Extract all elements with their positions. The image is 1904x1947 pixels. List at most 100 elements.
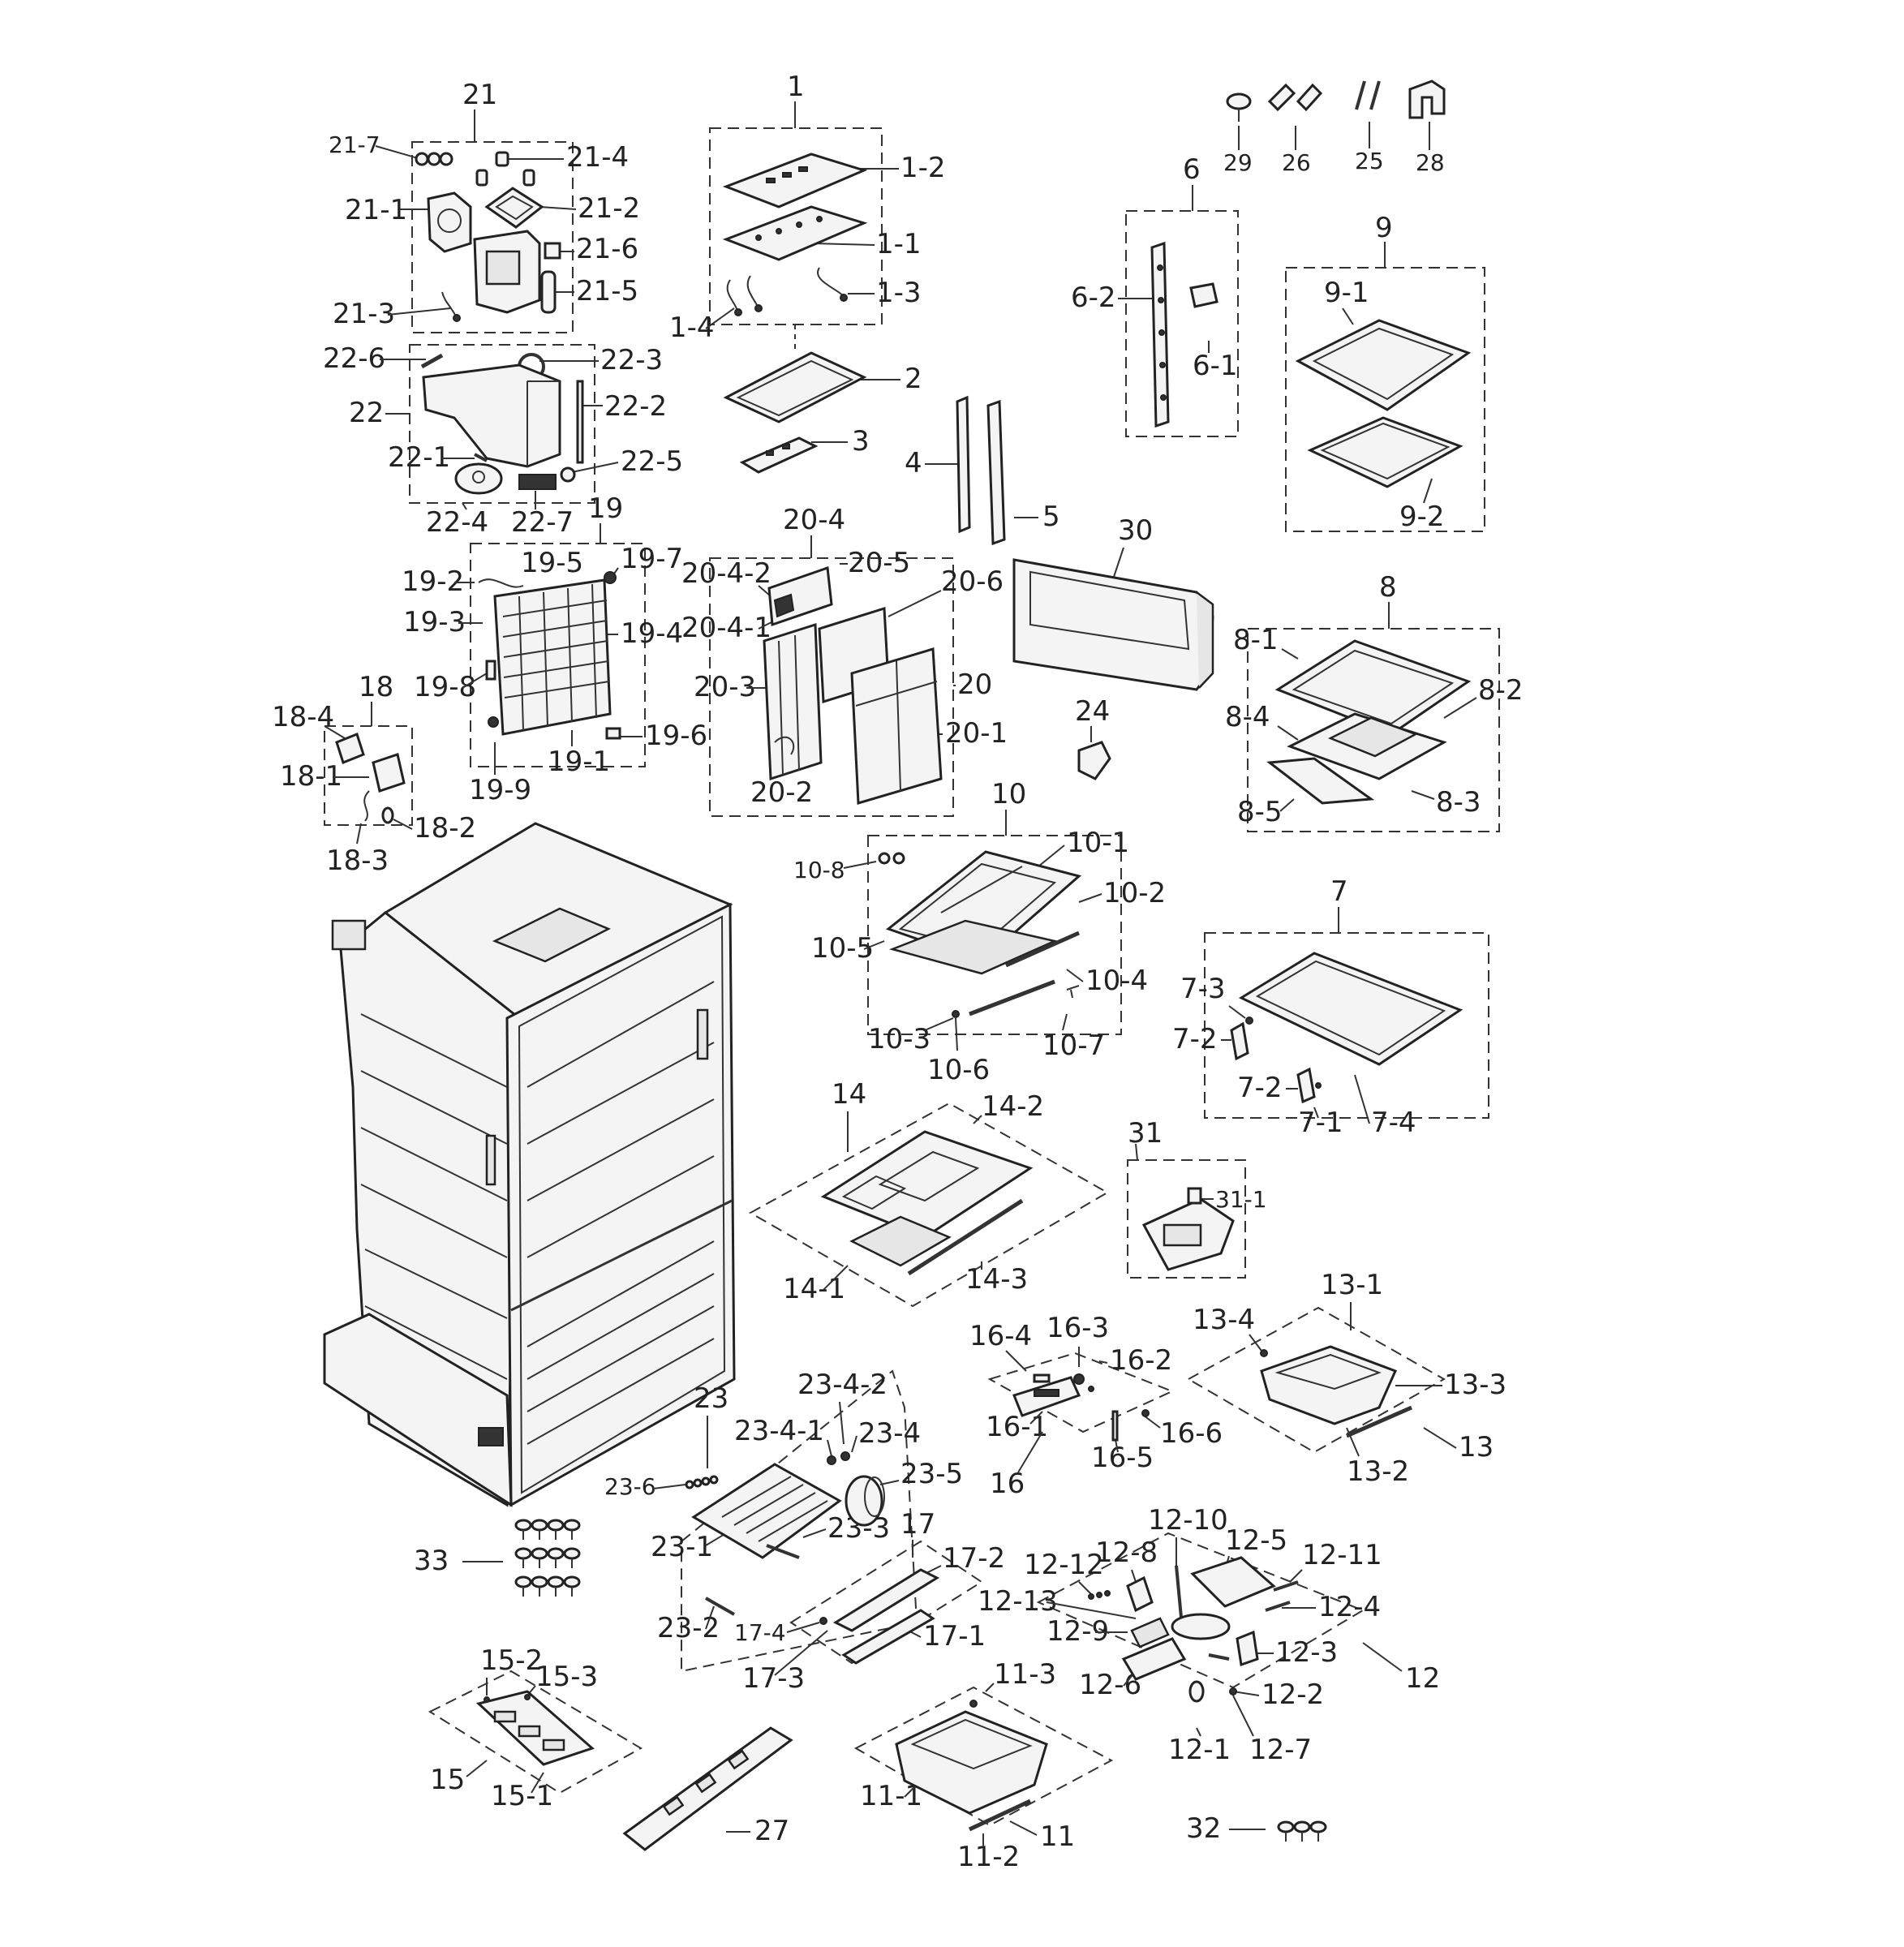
part-21-3 bbox=[441, 291, 461, 322]
label-12-11: 12-11 bbox=[1302, 1539, 1382, 1571]
label-17-1: 17-1 bbox=[923, 1620, 986, 1653]
group-17: 17 17-2 17-4 17-1 17-3 bbox=[734, 1508, 1005, 1695]
label-18-4: 18-4 bbox=[272, 701, 334, 733]
part-4 bbox=[956, 395, 971, 534]
part-18-3 bbox=[363, 790, 370, 822]
part-1-2 bbox=[722, 153, 868, 208]
label-18: 18 bbox=[359, 671, 393, 703]
label-33: 33 bbox=[414, 1545, 449, 1577]
label-27: 27 bbox=[754, 1815, 789, 1847]
label-21-4: 21-4 bbox=[566, 141, 629, 174]
part-11-2 bbox=[968, 1799, 1032, 1832]
part-12-9 bbox=[1130, 1617, 1170, 1648]
part-6-2 bbox=[1150, 241, 1170, 428]
label-4: 4 bbox=[905, 447, 922, 479]
label-10-4: 10-4 bbox=[1085, 965, 1148, 997]
label-20-4: 20-4 bbox=[783, 504, 845, 536]
label-23-4: 23-4 bbox=[858, 1417, 921, 1450]
label-16-3: 16-3 bbox=[1047, 1312, 1109, 1344]
label-3: 3 bbox=[852, 425, 870, 458]
part-20-2 bbox=[774, 736, 795, 755]
label-22-2: 22-2 bbox=[604, 390, 667, 423]
label-21-7: 21-7 bbox=[329, 131, 380, 158]
label-20-4-1: 20-4-1 bbox=[681, 612, 771, 644]
label-5: 5 bbox=[1042, 501, 1060, 533]
part-30 bbox=[1012, 558, 1214, 691]
group-30: 30 bbox=[1012, 514, 1214, 691]
part-19-2 bbox=[478, 578, 524, 588]
label-19: 19 bbox=[588, 492, 623, 525]
label-8-3: 8-3 bbox=[1436, 786, 1481, 819]
label-10-1: 10-1 bbox=[1067, 827, 1129, 859]
part-2 bbox=[723, 351, 867, 423]
label-21-6: 21-6 bbox=[576, 233, 638, 265]
part-16-2 bbox=[1088, 1386, 1094, 1392]
group-27: 27 bbox=[622, 1726, 793, 1851]
label-16-5: 16-5 bbox=[1091, 1442, 1154, 1474]
group-4-5: 4 5 bbox=[905, 395, 1060, 546]
part-1-4 bbox=[726, 275, 763, 316]
part-28 bbox=[1408, 80, 1446, 119]
part-11-3 bbox=[969, 1700, 978, 1708]
label-6-2: 6-2 bbox=[1071, 282, 1116, 314]
label-21: 21 bbox=[462, 79, 497, 111]
part-8-2 bbox=[1327, 716, 1419, 758]
group-19: 19 19-2 19-5 19-7 19-3 19-4 19-8 19-6 19… bbox=[402, 492, 707, 806]
label-7: 7 bbox=[1330, 875, 1348, 908]
label-16: 16 bbox=[990, 1468, 1025, 1500]
part-12-3 bbox=[1236, 1630, 1259, 1667]
label-19-2: 19-2 bbox=[402, 565, 464, 598]
group-22: 22-6 22-3 22 22-2 22-1 22-5 22-4 22-7 bbox=[323, 342, 683, 539]
label-6-1: 6-1 bbox=[1193, 350, 1238, 382]
label-15-1: 15-1 bbox=[491, 1780, 553, 1812]
label-13: 13 bbox=[1459, 1431, 1494, 1463]
part-33-clips bbox=[514, 1519, 581, 1597]
label-29: 29 bbox=[1223, 149, 1253, 176]
label-28: 28 bbox=[1416, 149, 1445, 176]
group-16: 16-4 16-3 16-2 16-1 16-5 16-6 16 bbox=[969, 1312, 1223, 1500]
label-12-13: 12-13 bbox=[978, 1585, 1058, 1618]
part-21-1 bbox=[427, 191, 472, 253]
part-18-2 bbox=[381, 806, 394, 824]
label-21-5: 21-5 bbox=[576, 275, 638, 307]
label-12-3: 12-3 bbox=[1275, 1636, 1338, 1669]
label-15: 15 bbox=[430, 1764, 465, 1796]
group-11: 11-3 11-1 11 11-2 bbox=[853, 1658, 1114, 1873]
label-1-2: 1-2 bbox=[900, 152, 946, 184]
label-31: 31 bbox=[1128, 1117, 1163, 1150]
label-11: 11 bbox=[1040, 1820, 1075, 1853]
part-12-8 bbox=[1126, 1575, 1154, 1613]
part-22-body bbox=[422, 363, 561, 468]
part-22-7 bbox=[518, 474, 557, 490]
label-32: 32 bbox=[1186, 1812, 1221, 1845]
part-19-evaporator bbox=[493, 578, 612, 736]
part-7-1 bbox=[1315, 1082, 1322, 1089]
label-25: 25 bbox=[1355, 148, 1384, 174]
label-11-2: 11-2 bbox=[957, 1841, 1020, 1873]
label-22-5: 22-5 bbox=[621, 445, 683, 478]
hardware-parts: 29 26 25 28 bbox=[1223, 80, 1446, 176]
label-9-1: 9-1 bbox=[1324, 277, 1369, 309]
label-16-4: 16-4 bbox=[969, 1320, 1032, 1352]
label-7-4: 7-4 bbox=[1371, 1107, 1416, 1139]
part-12-7 bbox=[1229, 1687, 1237, 1696]
part-22-6 bbox=[420, 353, 444, 369]
part-17-2 bbox=[832, 1568, 940, 1632]
label-22-3: 22-3 bbox=[600, 344, 663, 376]
part-10-4 bbox=[969, 979, 1055, 1016]
label-12-7: 12-7 bbox=[1249, 1734, 1312, 1766]
part-12-4 bbox=[1265, 1601, 1291, 1612]
part-18-1 bbox=[372, 753, 406, 793]
part-20-3 bbox=[763, 622, 823, 781]
label-8-2: 8-2 bbox=[1478, 674, 1524, 707]
part-23-1 bbox=[691, 1463, 842, 1559]
label-12-10: 12-10 bbox=[1148, 1504, 1228, 1537]
label-8-1: 8-1 bbox=[1233, 624, 1279, 656]
label-2: 2 bbox=[905, 363, 922, 395]
label-10-2: 10-2 bbox=[1103, 877, 1166, 909]
part-6-1 bbox=[1189, 282, 1218, 308]
group-32: 32 bbox=[1186, 1812, 1327, 1845]
label-13-2: 13-2 bbox=[1347, 1455, 1409, 1488]
label-17-4: 17-4 bbox=[734, 1619, 786, 1646]
